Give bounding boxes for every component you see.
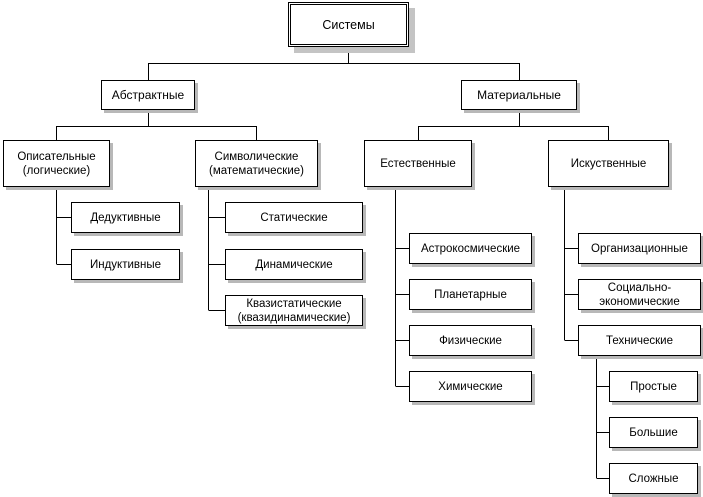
- node-static-label: Статические: [260, 211, 328, 224]
- node-material-label: Материальные: [477, 88, 561, 102]
- node-systems: Системы: [288, 2, 409, 47]
- node-complex: Сложные: [609, 463, 698, 494]
- node-artificial-label: Искуственные: [570, 157, 647, 170]
- node-quasistatic: Квазистатические (квазидинамические): [225, 295, 363, 326]
- node-material: Материальные: [461, 80, 577, 110]
- node-dynamic-label: Динамические: [255, 258, 333, 271]
- node-socioeconomic-label: Социально- экономические: [599, 281, 680, 308]
- node-organizational: Организационные: [578, 233, 701, 264]
- node-physical-label: Физические: [439, 334, 502, 347]
- node-descriptive: Описательные (логические): [3, 140, 110, 187]
- node-symbolic: Символические (математические): [195, 140, 318, 187]
- node-physical: Физические: [409, 325, 532, 356]
- node-technical-label: Технические: [605, 334, 674, 347]
- node-large: Большие: [609, 417, 698, 448]
- node-deductive-label: Дедуктивные: [90, 211, 161, 224]
- node-chemical-label: Химические: [438, 380, 503, 393]
- node-deductive: Дедуктивные: [71, 202, 180, 233]
- node-natural: Естественные: [364, 140, 472, 187]
- node-inductive: Индуктивные: [71, 249, 180, 280]
- node-organizational-label: Организационные: [591, 242, 688, 255]
- node-simple: Простые: [609, 371, 698, 402]
- node-abstract: Абстрактные: [101, 80, 195, 110]
- node-technical: Технические: [578, 325, 701, 356]
- node-static: Статические: [225, 202, 363, 233]
- node-dynamic: Динамические: [225, 249, 363, 280]
- node-symbolic-label: Символические (математические): [209, 150, 304, 177]
- node-planetary: Планетарные: [409, 279, 532, 310]
- node-simple-label: Простые: [630, 380, 677, 393]
- node-large-label: Большие: [629, 426, 678, 439]
- node-socioeconomic: Социально- экономические: [578, 279, 701, 310]
- node-natural-label: Естественные: [380, 157, 456, 170]
- node-artificial: Искуственные: [548, 140, 669, 187]
- node-chemical: Химические: [409, 371, 532, 402]
- node-descriptive-label: Описательные (логические): [17, 150, 96, 177]
- node-systems-label: Системы: [322, 17, 375, 32]
- node-planetary-label: Планетарные: [434, 288, 507, 301]
- node-complex-label: Сложные: [628, 472, 679, 485]
- node-astrocosmic-label: Астрокосмические: [420, 242, 521, 255]
- node-quasistatic-label: Квазистатические (квазидинамические): [237, 297, 351, 324]
- node-abstract-label: Абстрактные: [111, 88, 185, 102]
- node-inductive-label: Индуктивные: [89, 258, 162, 271]
- node-astrocosmic: Астрокосмические: [409, 233, 532, 264]
